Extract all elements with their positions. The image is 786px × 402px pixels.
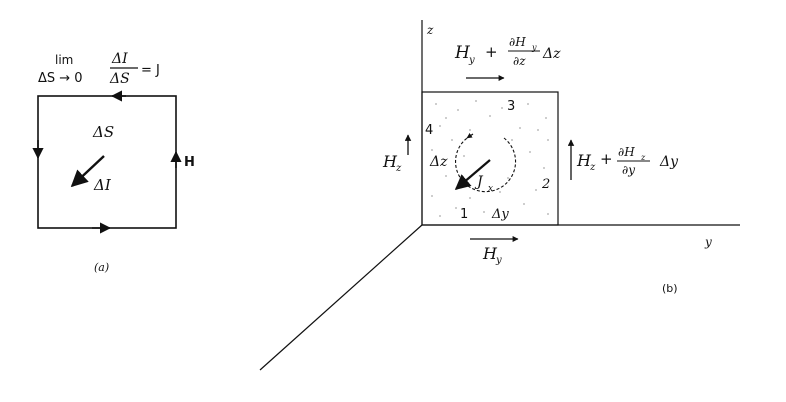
right-delta: Δy — [659, 154, 679, 170]
circulation-arc — [455, 135, 517, 193]
side-2-label: 2 — [541, 177, 550, 192]
right-frac-num-sub: z — [640, 153, 646, 162]
bottom-field-h: H — [482, 244, 498, 263]
frac-denominator: ΔS — [109, 71, 130, 87]
circulation-arrowhead — [466, 132, 474, 139]
area-label: ΔS — [92, 123, 114, 141]
x-axis — [259, 224, 423, 371]
axis-z-label: z — [426, 23, 434, 37]
top-field-h: H — [454, 43, 471, 63]
current-arrow-a — [70, 155, 105, 188]
side-1-label: 1 — [460, 207, 468, 222]
top-plus: + — [485, 43, 498, 61]
lim-subscript: ΔS → 0 — [38, 71, 83, 86]
top-frac-num: ∂H — [509, 35, 526, 49]
top-field-sub: y — [468, 55, 475, 66]
current-arrow-b — [454, 159, 491, 190]
delta-y-label: Δy — [491, 207, 509, 222]
current-jx-sub: x — [488, 184, 493, 194]
equals-j: = J — [141, 63, 160, 78]
right-frac-num: ∂H — [618, 145, 635, 159]
left-field-h: H — [382, 152, 398, 171]
bottom-field-sub: y — [495, 255, 502, 266]
side-4-label: 4 — [425, 123, 433, 138]
top-delta: Δz — [542, 46, 561, 62]
lim-text: lim — [55, 53, 73, 67]
loop-a — [37, 95, 177, 229]
right-frac-den: ∂y — [622, 163, 635, 177]
left-field-sub: z — [395, 163, 402, 174]
top-frac-den: ∂z — [513, 54, 526, 68]
panel-a: lim ΔS → 0 ΔI ΔS = J ΔS ΔI H (a) — [32, 51, 195, 274]
caption-b: (b) — [662, 282, 678, 295]
top-frac-num-sub: y — [531, 43, 537, 52]
panel-b: z y H y + ∂H y ∂z — [259, 20, 740, 371]
current-label: ΔI — [93, 176, 112, 194]
field-label-h: H — [184, 155, 195, 170]
right-plus: + — [600, 150, 613, 168]
axis-y-label: y — [704, 235, 712, 249]
frac-numerator: ΔI — [111, 51, 128, 67]
caption-a: (a) — [94, 261, 109, 274]
current-jx-label: J — [474, 174, 484, 190]
surface-element — [421, 91, 559, 226]
delta-z-label: Δz — [429, 154, 448, 170]
right-field-sub: z — [589, 162, 596, 173]
side-3-label: 3 — [507, 99, 515, 114]
right-field-h: H — [576, 151, 592, 170]
stipple-dots — [431, 100, 549, 217]
